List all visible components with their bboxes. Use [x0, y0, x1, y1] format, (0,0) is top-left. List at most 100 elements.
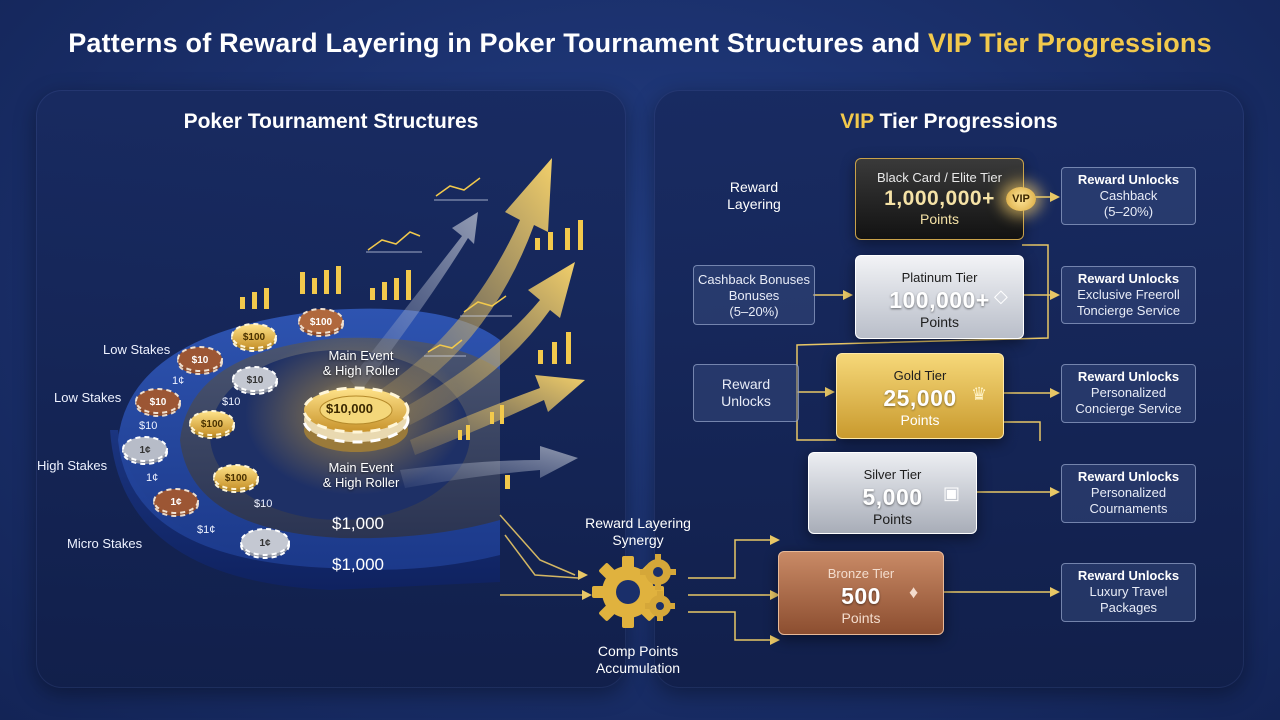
svg-text:$100: $100 — [225, 473, 248, 484]
chip-bronze-4: $100 — [298, 308, 344, 337]
tier-silver-points: 5,000 — [862, 484, 923, 510]
amount-outer: $1,000 — [332, 555, 384, 574]
svg-text:$10: $10 — [247, 375, 264, 386]
mini-chart-6 — [535, 220, 583, 250]
cards-icon: ♦ — [909, 582, 919, 602]
side-value-1: 1¢ — [172, 375, 185, 387]
mini-chart-11 — [458, 425, 470, 440]
amount-inner: $1,000 — [332, 514, 384, 533]
reward-box-1-line1: Cashback — [1099, 188, 1158, 203]
tier-black-unit: Points — [920, 211, 959, 227]
svg-text:1¢: 1¢ — [170, 497, 182, 508]
reward-box-2-title: Reward Unlocks — [1077, 271, 1180, 286]
mini-chart-12 — [505, 475, 510, 489]
arrow-3 — [410, 375, 585, 455]
connector-lines-right — [688, 196, 1055, 641]
mini-chart-10 — [490, 405, 504, 424]
stake-label-4: Micro Stakes — [67, 536, 143, 551]
reward-box-3-title: Reward Unlocks — [1077, 369, 1180, 384]
cashback-bonuses-box: Cashback Bonuses Bonuses (5–20%) — [693, 265, 815, 325]
right-panel-title: VIP Tier Progressions — [654, 110, 1244, 134]
reward-box-3-line1: Personalized — [1090, 385, 1167, 400]
reward-unlocks-note: Reward Unlocks — [721, 376, 771, 409]
reward-box-4-line2: Cournaments — [1089, 501, 1168, 516]
reward-box-4: Reward Unlocks Personalized Cournaments — [1061, 464, 1196, 523]
reward-box-5: Reward Unlocks Luxury Travel Packages — [1061, 563, 1196, 622]
center-label-bottom: Main Event & High Roller — [322, 460, 400, 490]
flow-lines-left — [499, 514, 585, 596]
big-chip — [302, 386, 410, 452]
page-title: Patterns of Reward Layering in Poker Tou… — [0, 28, 1280, 59]
gear-icon — [592, 554, 676, 628]
side-value-2: $10 — [139, 420, 158, 432]
reward-box-4-line1: Personalized — [1090, 485, 1167, 500]
chip-bronze-2: $10 — [135, 388, 181, 417]
mini-chart-1 — [240, 288, 269, 309]
tier-platinum-name: Platinum Tier — [901, 270, 978, 285]
tier-gold-name: Gold Tier — [893, 368, 947, 383]
side-value-6: $10 — [254, 498, 273, 510]
coin-stack-icon: ▣ — [943, 483, 961, 503]
left-panel-title: Poker Tournament Structures — [183, 110, 479, 133]
mini-chart-3 — [366, 231, 422, 253]
center-label-top: Main Event & High Roller — [322, 348, 400, 378]
svg-text:$10: $10 — [192, 355, 209, 366]
reward-box-2-line2: Toncierge Service — [1076, 303, 1181, 318]
side-value-3: $10 — [222, 396, 241, 408]
tier-gold-unit: Points — [900, 412, 940, 428]
right-panel-title-highlight: VIP — [840, 110, 874, 133]
mini-chart-8 — [424, 339, 466, 357]
arrow-4 — [400, 446, 578, 488]
mini-chart-9 — [538, 332, 571, 364]
tier-platinum-points: 100,000+ — [889, 287, 990, 313]
svg-text:$100: $100 — [201, 419, 224, 430]
vip-badge-text: VIP — [1012, 193, 1030, 205]
right-panel-title-rest: Tier Progressions — [873, 110, 1058, 133]
cashback-line2: (5–20%) — [729, 304, 779, 319]
tier-black-name: Black Card / Elite Tier — [877, 170, 1002, 185]
tier-silver-name: Silver Tier — [863, 467, 922, 482]
mini-chart-2 — [300, 266, 341, 294]
cashback-line1: Bonuses — [728, 288, 780, 303]
tier-bronze-unit: Points — [841, 610, 881, 626]
big-chip-value: $10,000 — [326, 401, 373, 416]
reward-box-3-line2: Concierge Service — [1075, 401, 1182, 416]
reward-unlocks-note-box: Reward Unlocks — [693, 364, 799, 422]
tier-platinum: Platinum Tier 100,000+ Points ◇ — [855, 255, 1024, 339]
arrow-5 — [350, 212, 478, 392]
chip-gold-2: $100 — [189, 410, 235, 439]
diamond-icon: ◇ — [994, 286, 1008, 306]
side-value-4: 1¢ — [146, 472, 159, 484]
tier-silver-unit: Points — [873, 511, 912, 527]
reward-layering-note: Reward Layering — [727, 179, 781, 212]
reward-box-2: Reward Unlocks Exclusive Freeroll Toncie… — [1061, 266, 1196, 324]
chip-bronze-3: 1¢ — [153, 488, 199, 517]
tier-gold-points: 25,000 — [883, 385, 957, 411]
tier-bronze-name: Bronze Tier — [827, 566, 895, 581]
synergy-label: Reward Layering Synergy — [585, 515, 691, 548]
reward-box-5-title: Reward Unlocks — [1077, 568, 1180, 583]
chip-silver-3: $10 — [232, 366, 278, 395]
chips: $10 $10 1¢ 1¢ 1¢ $100 $100 $10 $100 $100 — [122, 308, 410, 559]
title-main: Patterns of Reward Layering in Poker Tou… — [68, 28, 928, 58]
tier-bronze: Bronze Tier 500 Points ♦ — [778, 551, 944, 635]
comp-points-label: Comp Points Accumulation — [595, 643, 681, 676]
tier-platinum-unit: Points — [920, 314, 959, 330]
reward-box-4-title: Reward Unlocks — [1077, 469, 1180, 484]
chip-gold-1: $100 — [231, 323, 277, 352]
title-highlight: VIP Tier Progressions — [927, 28, 1212, 58]
tier-bronze-points: 500 — [841, 583, 881, 609]
reward-box-5-line1: Luxury Travel — [1089, 584, 1168, 599]
reward-box-2-line1: Exclusive Freeroll — [1077, 287, 1180, 302]
svg-text:$10: $10 — [150, 397, 167, 408]
svg-text:$100: $100 — [243, 332, 266, 343]
tier-black-points: 1,000,000+ — [884, 187, 995, 210]
stake-label-1: Low Stakes — [103, 342, 171, 357]
chip-silver-2: 1¢ — [240, 528, 290, 559]
chip-bronze-1: $10 — [177, 346, 223, 375]
outer-ring-side — [110, 430, 500, 590]
chip-gold-3: $100 — [213, 464, 259, 493]
arrow-2 — [400, 262, 575, 425]
crown-icon: ♛ — [971, 384, 988, 404]
